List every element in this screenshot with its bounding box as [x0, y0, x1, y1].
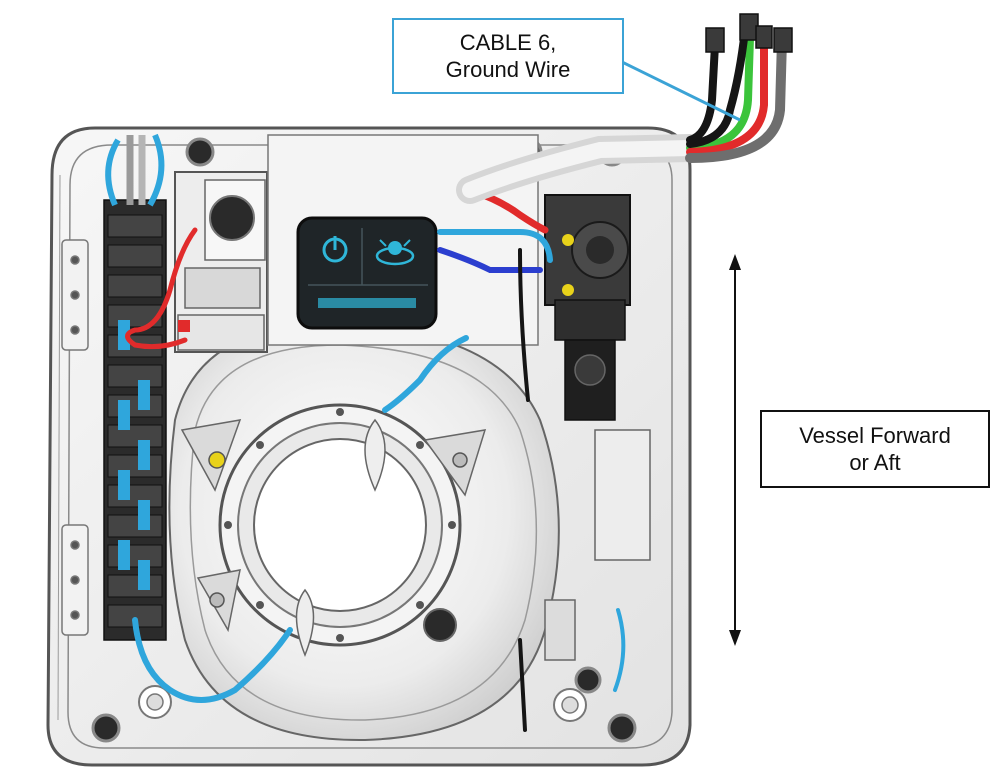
flywheel-hub: [253, 438, 427, 612]
callout-leader-line: [621, 60, 741, 122]
flywheel-housing: [168, 323, 560, 742]
cable-bundle: [456, 13, 793, 204]
control-box: [174, 171, 268, 353]
cable-carrier-chain: [103, 133, 167, 641]
gyro-icon: [375, 239, 415, 266]
direction-callout-line2: or Aft: [849, 450, 901, 475]
bolt-bottom-right: [607, 713, 637, 743]
bolt-right-lower: [574, 666, 602, 694]
cable-callout-line1: CABLE 6,: [459, 30, 557, 55]
drain-plug: [423, 608, 457, 642]
cable-6-callout: CABLE 6, Ground Wire: [392, 18, 624, 94]
sensor-yellow: [208, 451, 226, 469]
cable-6-ground-wire: [686, 34, 754, 152]
power-icon: [322, 236, 348, 263]
bolt-bottom-left: [91, 713, 121, 743]
cable-callout-line2: Ground Wire: [445, 57, 571, 82]
side-brackets: [61, 239, 89, 636]
direction-callout-line1: Vessel Forward: [799, 423, 951, 448]
motor-cap: [209, 195, 255, 241]
actuator-assembly: [544, 194, 651, 661]
forward-aft-arrow: [729, 254, 741, 646]
bolt-top-left: [185, 137, 215, 167]
vessel-direction-callout: Vessel Forward or Aft: [760, 410, 990, 488]
